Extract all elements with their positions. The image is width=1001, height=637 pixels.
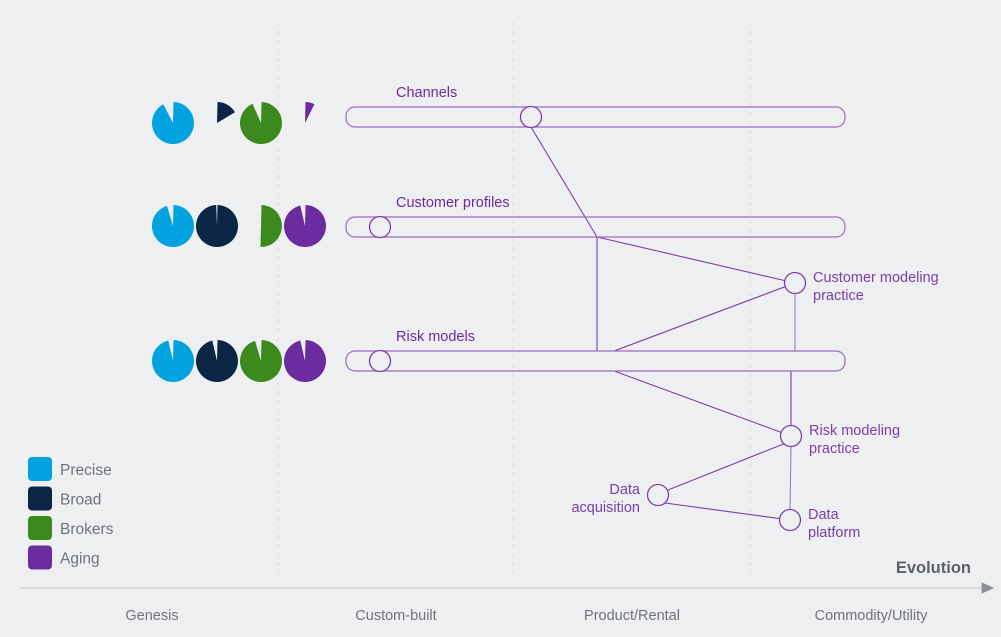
pipeline-node-0[interactable] [519,105,543,129]
pie-markers [151,102,327,382]
pie-precise-row-1 [151,205,194,248]
legend-swatch-brokers [28,516,52,540]
pie-aging-row-2 [284,340,327,382]
link-risk-models-to-customer-modeling [613,282,796,352]
component-label-1-line1: Risk modeling [809,423,900,439]
evolution-gridlines [277,22,751,580]
axis-stage-label-0: Genesis [125,608,178,624]
pie-precise-row-2 [152,340,195,382]
pie-brokers-row-1 [260,205,282,247]
axis-stage-label-2: Product/Rental [584,608,680,624]
legend-swatch-broad [28,486,52,511]
pipeline-box-2[interactable] [345,350,846,372]
component-node-1[interactable] [779,424,803,448]
component-label-3-line2: platform [808,525,860,541]
pie-broad-row-1 [195,205,238,248]
component-label-0-line1: Customer modeling [813,270,939,286]
link-data-acquisition-to-data-platform [664,502,791,521]
component-node-3[interactable] [778,508,802,532]
evolution-axis-label: Evolution [896,559,971,577]
pipeline-label-1: Customer profiles [396,195,510,211]
component-label-3-line1: Data [808,507,840,523]
pipeline-label-0: Channels [396,85,457,101]
axis-stage-label-1: Custom-built [355,608,436,624]
component-node-0[interactable] [783,271,807,295]
component-node-2[interactable] [646,483,670,507]
component-label-2-line1: Data [609,482,641,498]
dependency-links [530,126,796,521]
component-label-1-line2: practice [809,441,860,457]
pie-broad-row-0 [217,102,236,123]
pie-brokers-row-2 [240,340,283,382]
pipeline-node-1[interactable] [368,215,392,239]
legend-swatch-aging [28,545,52,570]
link-customer-profiles-to-customer-modeling [596,236,796,284]
legend-swatch-precise [28,457,52,481]
component-label-0-line2: practice [813,288,864,304]
pipeline-box-1[interactable] [345,216,846,238]
link-risk-models-to-risk-modeling [613,370,792,437]
legend-label-precise: Precise [60,462,112,479]
link-risk-modeling-to-data-acquisition [667,440,792,491]
pie-broad-row-2 [196,340,239,382]
axis-stage-labels: Genesis Custom-built Product/Rental Commodi… [125,608,928,624]
legend-label-aging: Aging [60,551,100,568]
pie-aging-row-0 [305,102,315,123]
legend-label-broad: Broad [60,492,101,509]
component-label-2-line2: acquisition [571,500,640,516]
link-risk-modeling-to-data-platform [789,445,792,512]
pipeline-label-2: Risk models [396,329,475,345]
link-channels-to-customer-profiles [530,126,598,238]
pie-precise-row-0 [152,102,194,144]
legend-label-brokers: Brokers [60,521,114,538]
pipeline-box-0[interactable] [345,106,846,128]
pie-brokers-row-0 [240,102,282,144]
axis-stage-label-3: Commodity/Utility [815,608,929,624]
pipeline-node-2[interactable] [368,349,392,373]
pie-aging-row-1 [283,205,326,247]
